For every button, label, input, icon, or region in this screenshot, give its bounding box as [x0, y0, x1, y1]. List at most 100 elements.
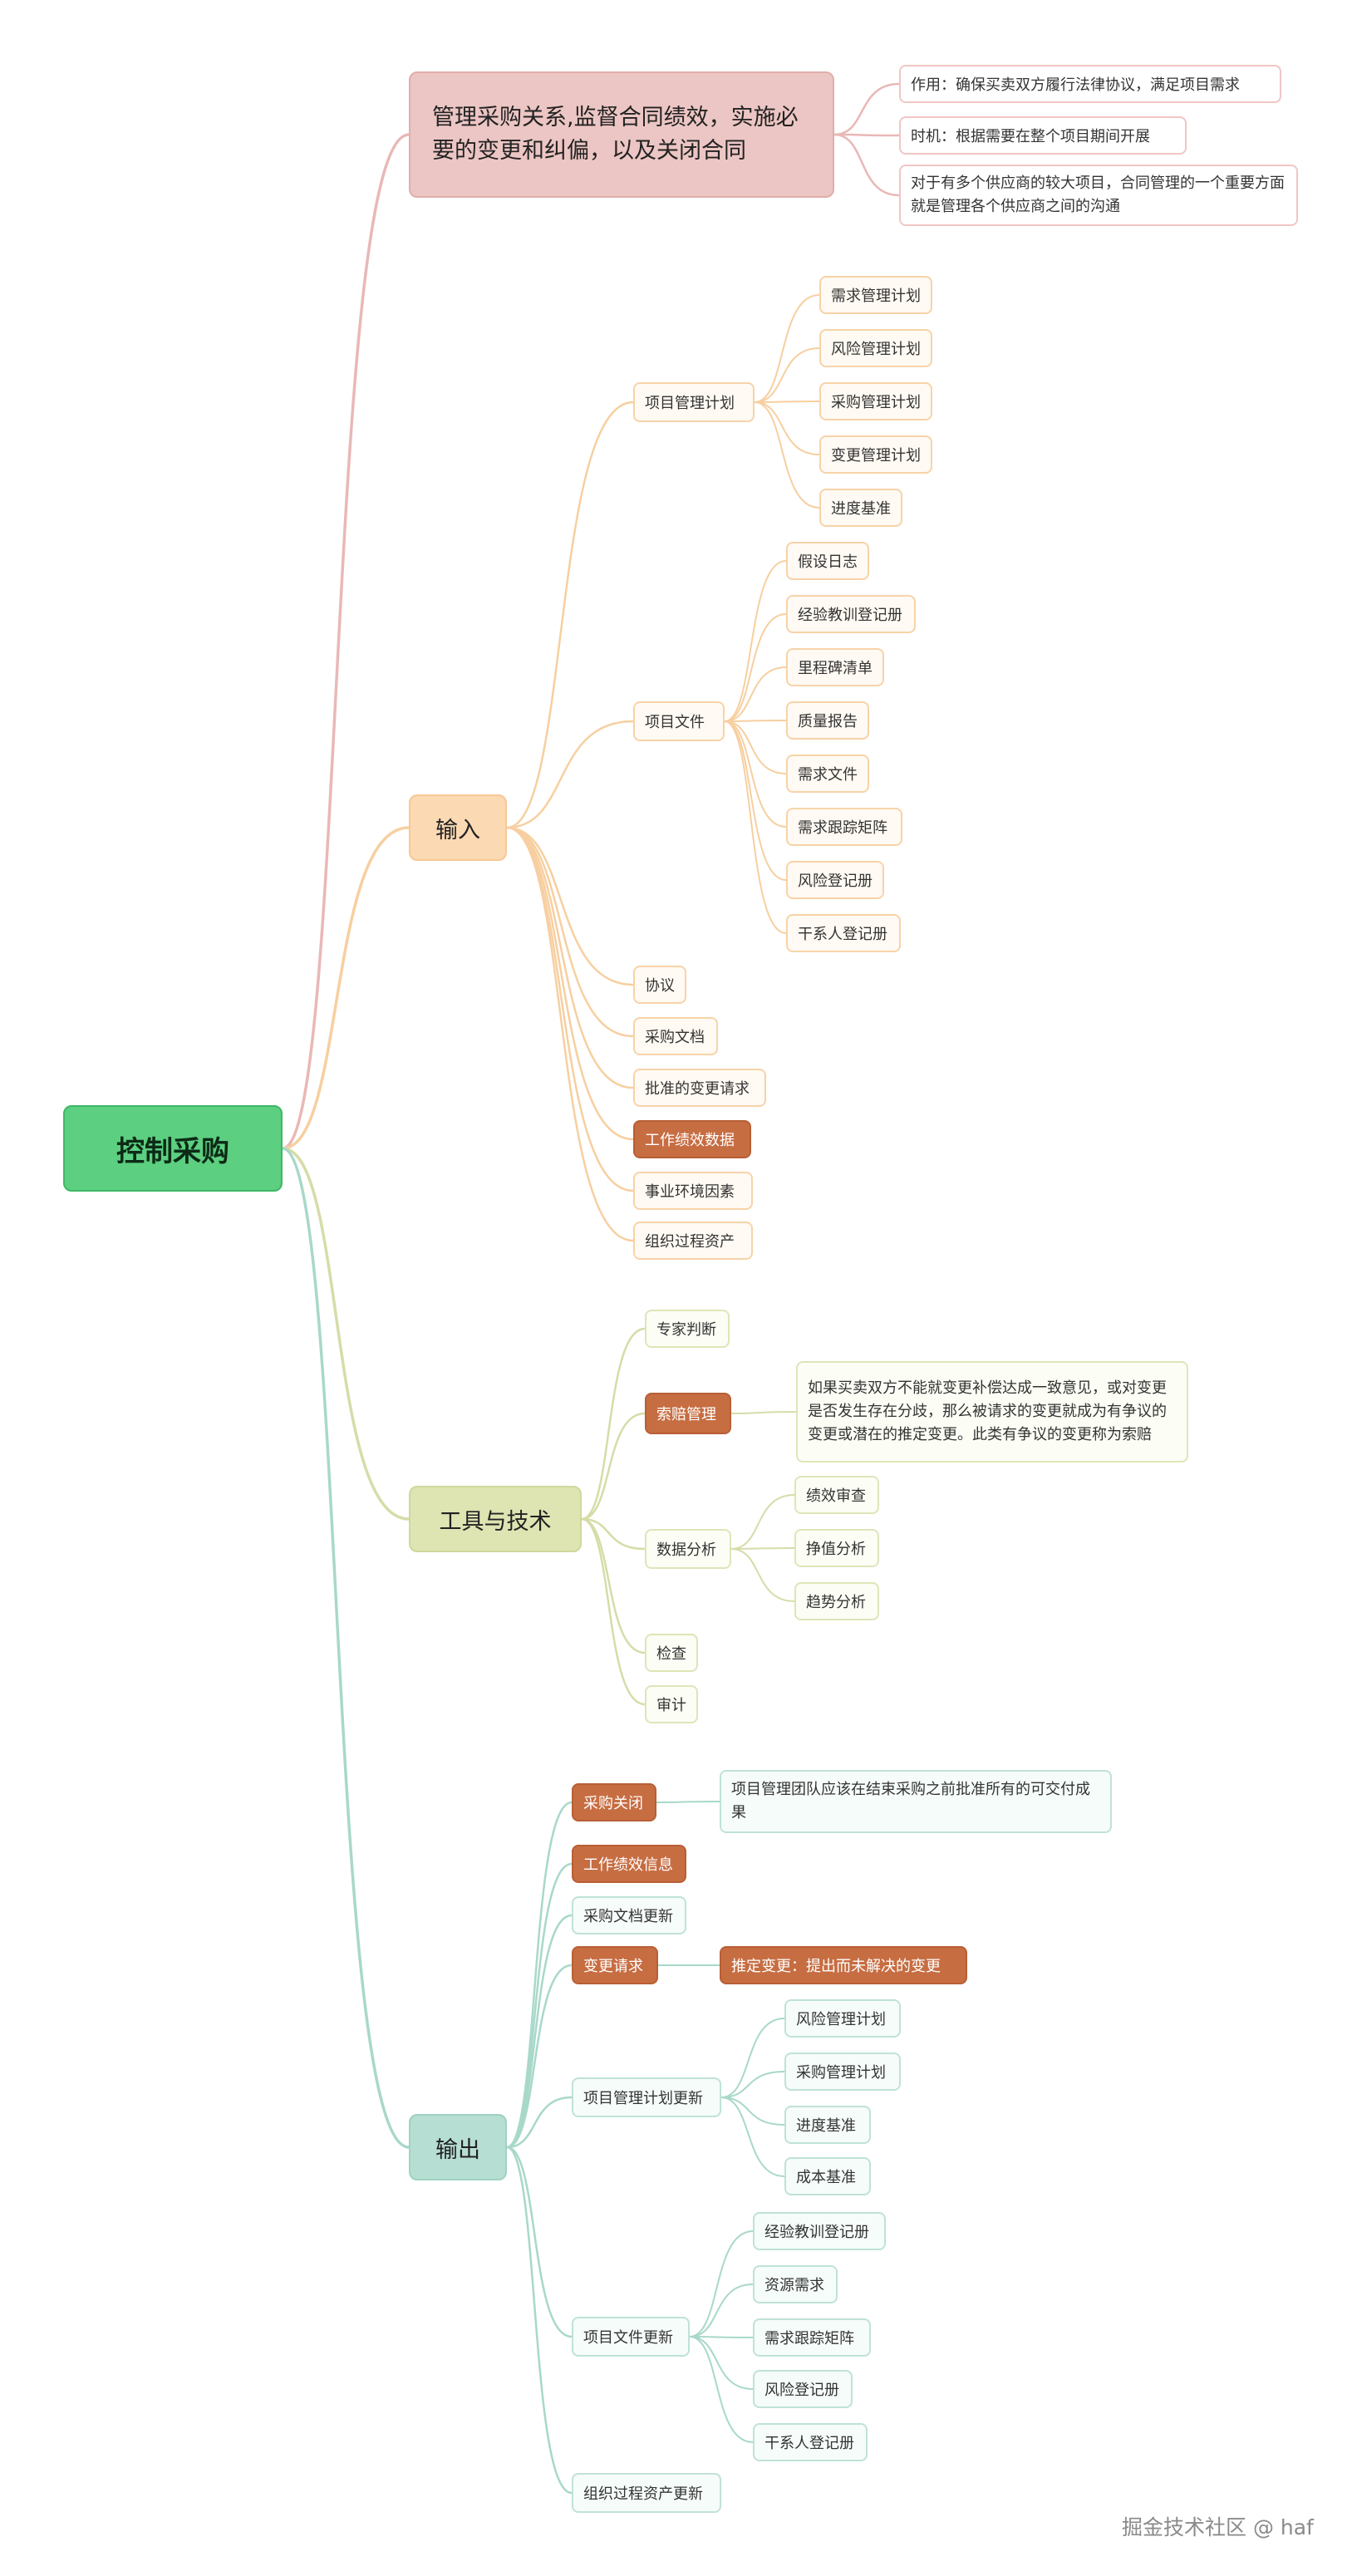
connector-line	[754, 401, 820, 403]
input-docs-item[interactable]: 里程碑清单	[786, 648, 884, 686]
connector-line	[505, 826, 635, 986]
input-docs-item[interactable]: 质量报告	[786, 701, 869, 740]
output-closure-note[interactable]: 项目管理团队应该在结束采购之前批准所有的可交付成果	[720, 1770, 1112, 1833]
connector-line	[505, 1964, 573, 2149]
connector-line	[724, 613, 787, 722]
connector-line	[580, 1517, 646, 1654]
connector-line	[580, 1412, 646, 1521]
tool-analysis-item[interactable]: 挣值分析	[794, 1529, 879, 1567]
connector-line	[689, 2336, 754, 2443]
connector-line	[505, 826, 635, 1192]
input-opa[interactable]: 组织过程资产	[633, 1222, 753, 1260]
connector-line	[505, 2096, 573, 2149]
inputs-topic[interactable]: 输入	[409, 794, 507, 861]
output-pm-plan-item[interactable]: 采购管理计划	[784, 2052, 901, 2091]
tool-inspection[interactable]: 检查	[645, 1634, 698, 1672]
connector-line	[833, 133, 901, 197]
output-opa-update[interactable]: 组织过程资产更新	[572, 2473, 721, 2513]
definition-note-communication[interactable]: 对于有多个供应商的较大项目，合同管理的一个重要方面就是管理各个供应商之间的沟通	[899, 165, 1298, 226]
connector-line	[505, 1914, 573, 2149]
definition-topic[interactable]: 管理采购关系,监督合同绩效，实施必要的变更和纠偏，以及关闭合同	[409, 71, 834, 198]
output-work-performance-info[interactable]: 工作绩效信息	[572, 1845, 686, 1883]
connector-line	[505, 826, 635, 1089]
output-procurement-docs-update[interactable]: 采购文档更新	[572, 1896, 686, 1934]
input-docs-item[interactable]: 需求文件	[786, 755, 869, 793]
tool-data-analysis[interactable]: 数据分析	[645, 1529, 731, 1569]
connector-line	[720, 2071, 785, 2098]
tool-claims-admin[interactable]: 索赔管理	[645, 1393, 731, 1434]
input-docs-item[interactable]: 干系人登记册	[786, 914, 901, 952]
connector-line	[505, 401, 635, 829]
input-docs-item[interactable]: 假设日志	[786, 542, 869, 580]
output-docs-update[interactable]: 项目文件更新	[572, 2317, 690, 2357]
input-approved-changes[interactable]: 批准的变更请求	[633, 1069, 766, 1107]
connector-line	[505, 2146, 573, 2495]
input-project-docs[interactable]: 项目文件	[633, 701, 725, 741]
connector-line	[730, 1548, 795, 1602]
tool-analysis-item[interactable]: 趋势分析	[794, 1582, 879, 1620]
tool-expert-judgment[interactable]: 专家判断	[645, 1310, 730, 1348]
tool-audit[interactable]: 审计	[645, 1685, 698, 1723]
connector-line	[505, 720, 635, 829]
input-docs-item[interactable]: 经验教训登记册	[786, 595, 916, 633]
input-pm-plan-item[interactable]: 采购管理计划	[819, 382, 932, 420]
tool-claims-note[interactable]: 如果买卖双方不能就变更补偿达成一致意见，或对变更是否发生存在分歧，那么被请求的变…	[796, 1361, 1188, 1463]
connector-line	[730, 1411, 797, 1414]
connector-line	[720, 2018, 785, 2098]
input-pm-plan[interactable]: 项目管理计划	[633, 382, 755, 422]
connector-line	[754, 401, 820, 455]
connector-line	[720, 2097, 785, 2177]
connector-line	[754, 294, 820, 403]
connector-line	[730, 1494, 795, 1550]
connector-line	[724, 720, 787, 722]
connector-line	[281, 1147, 410, 2149]
connector-line	[505, 826, 635, 1038]
watermark-text: 掘金技术社区 @ haf	[1122, 2515, 1314, 2539]
connector-line	[505, 826, 635, 1141]
connector-line	[724, 560, 787, 722]
output-pm-plan-item[interactable]: 成本基准	[784, 2157, 871, 2195]
connector-line	[724, 666, 787, 722]
output-change-note[interactable]: 推定变更：提出而未解决的变更	[720, 1946, 967, 1984]
output-change-requests[interactable]: 变更请求	[572, 1946, 658, 1984]
input-docs-item[interactable]: 需求跟踪矩阵	[786, 808, 902, 846]
input-pm-plan-item[interactable]: 风险管理计划	[819, 329, 932, 367]
connector-line	[281, 133, 410, 1150]
output-pm-plan-item[interactable]: 进度基准	[784, 2106, 871, 2144]
output-pm-plan-update[interactable]: 项目管理计划更新	[572, 2077, 721, 2117]
input-pm-plan-item[interactable]: 变更管理计划	[819, 435, 932, 474]
connector-line	[505, 826, 635, 1242]
output-docs-item[interactable]: 经验教训登记册	[753, 2212, 886, 2250]
connector-line	[281, 1147, 410, 1521]
output-docs-item[interactable]: 干系人登记册	[753, 2423, 868, 2461]
connector-line	[689, 2230, 754, 2338]
input-docs-item[interactable]: 风险登记册	[786, 861, 884, 899]
root-topic[interactable]: 控制采购	[63, 1105, 283, 1192]
tool-analysis-item[interactable]: 绩效审查	[794, 1476, 879, 1514]
input-procurement-docs[interactable]: 采购文档	[633, 1017, 718, 1055]
connector-line	[580, 1517, 646, 1706]
output-docs-item[interactable]: 需求跟踪矩阵	[753, 2318, 871, 2357]
connector-line	[720, 2097, 785, 2126]
input-pm-plan-item[interactable]: 进度基准	[819, 489, 902, 527]
input-agreements[interactable]: 协议	[633, 966, 686, 1004]
output-closure[interactable]: 采购关闭	[572, 1783, 656, 1821]
connector-line	[580, 1327, 646, 1521]
input-pm-plan-item[interactable]: 需求管理计划	[819, 276, 932, 314]
connector-line	[281, 826, 410, 1150]
output-docs-item[interactable]: 资源需求	[753, 2265, 838, 2303]
outputs-topic[interactable]: 输出	[409, 2114, 507, 2180]
connector-line	[580, 1517, 646, 1551]
input-eef[interactable]: 事业环境因素	[633, 1172, 753, 1210]
connector-line	[724, 720, 787, 934]
input-work-performance-data[interactable]: 工作绩效数据	[633, 1120, 751, 1158]
output-pm-plan-item[interactable]: 风险管理计划	[784, 1999, 901, 2038]
definition-note-purpose[interactable]: 作用：确保买卖双方履行法律协议，满足项目需求	[899, 65, 1281, 103]
connector-line	[730, 1547, 795, 1550]
tools-topic[interactable]: 工具与技术	[409, 1486, 582, 1552]
connector-line	[689, 2283, 754, 2338]
connector-line	[689, 2336, 754, 2338]
definition-note-timing[interactable]: 时机：根据需要在整个项目期间开展	[899, 116, 1187, 155]
output-docs-item[interactable]: 风险登记册	[753, 2370, 853, 2408]
